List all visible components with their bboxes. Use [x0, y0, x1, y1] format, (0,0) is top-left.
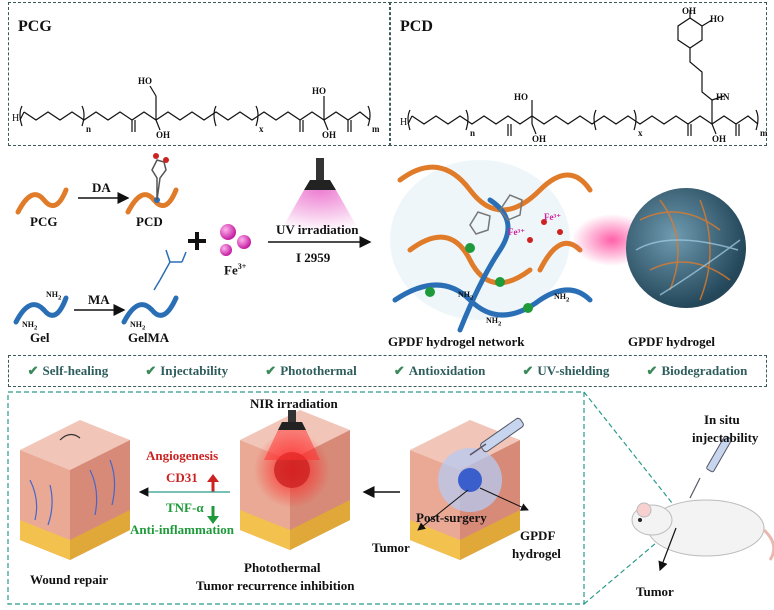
- pcd-formula: [407, 10, 759, 136]
- label-angiogenesis: Angiogenesis: [146, 448, 219, 463]
- network-fe3-label-2: Fe³⁺: [544, 212, 561, 222]
- syringe-icon: [469, 417, 524, 456]
- gel-nh2-bottom: NH2: [22, 320, 38, 332]
- gpdf-hydrogel-sphere: [626, 188, 746, 308]
- check-icon: ✔: [265, 363, 277, 378]
- label-da: DA: [92, 180, 111, 195]
- pcd-structure-panel: [389, 2, 767, 146]
- label-tnf: TNF-α: [166, 500, 204, 515]
- gelma-polymer: [121, 249, 187, 325]
- label-cd31: CD31: [166, 470, 198, 485]
- pcg-oh-bottom: OH: [156, 130, 171, 140]
- label-ma: MA: [88, 292, 110, 307]
- pcd-panel-title: PCD: [400, 18, 433, 35]
- network-nh2-2: NH2: [554, 292, 570, 304]
- check-icon: ✔: [646, 363, 658, 378]
- nir-lamp-icon: [264, 410, 320, 460]
- property-photothermal: ✔Photothermal: [265, 363, 357, 378]
- label-gel: Gel: [30, 330, 50, 345]
- check-icon: ✔: [145, 363, 157, 378]
- pcd-n: n: [470, 128, 476, 138]
- check-icon: ✔: [393, 363, 405, 378]
- network-fe3-label: Fe³⁺: [508, 227, 525, 237]
- property-biodegradation: ✔Biodegradation: [646, 363, 748, 378]
- label-uv-irradiation: UV irradiation: [276, 222, 359, 237]
- label-initiator: I 2959: [296, 250, 331, 265]
- label-gelma: GelMA: [128, 330, 170, 345]
- property-antioxidation: ✔Antioxidation: [393, 363, 486, 378]
- label-insitu: In situ: [704, 412, 740, 427]
- pcg-oh-right-top: HO: [312, 86, 327, 96]
- pcd-h: H: [400, 117, 408, 128]
- label-tumor-mouse: Tumor: [636, 584, 674, 599]
- uv-lamp-icon: [280, 158, 360, 232]
- down-arrow-icon: [207, 506, 219, 524]
- label-tumor: Tumor: [372, 540, 410, 555]
- network-nh2-3: NH2: [486, 316, 502, 328]
- pcg-panel-title: PCG: [18, 18, 52, 35]
- pcd-x: x: [638, 128, 643, 138]
- properties-bar: ✔Self-healing ✔Injectability ✔Phototherm…: [8, 355, 767, 387]
- gelma-nh2: NH2: [130, 320, 146, 332]
- fe-ion-balls: [220, 224, 251, 256]
- label-wound-repair: Wound repair: [30, 572, 109, 587]
- pcd-hn: HN: [716, 92, 730, 102]
- label-recurrence: Tumor recurrence inhibition: [196, 578, 355, 593]
- pcg-oh-right-bottom: OH: [322, 130, 337, 140]
- label-photothermal: Photothermal: [244, 560, 321, 575]
- pcg-m: m: [372, 124, 380, 134]
- skin-block-post-surgery: [410, 420, 520, 560]
- label-network: GPDF hydrogel network: [388, 334, 525, 349]
- pcg-x: x: [259, 124, 264, 134]
- label-nir: NIR irradiation: [250, 396, 338, 411]
- label-gpdf: GPDF: [520, 528, 556, 543]
- pcd-m: m: [760, 128, 768, 138]
- pcd-polymer: [125, 153, 179, 215]
- property-self-healing: ✔Self-healing: [27, 363, 109, 378]
- gel-polymer: [13, 295, 69, 325]
- network-nh2-1: NH2: [458, 290, 474, 302]
- up-arrow-icon: [207, 474, 219, 492]
- pcd-oh-bottom2: OH: [712, 134, 727, 144]
- label-anti-inflammation: Anti-inflammation: [130, 522, 234, 537]
- property-uv-shielding: ✔UV-shielding: [522, 363, 610, 378]
- pcg-n: n: [86, 124, 92, 134]
- pcg-structure-panel: [8, 2, 391, 146]
- pcd-oh-bottom: OH: [532, 134, 547, 144]
- skin-block-wound-repair: [20, 420, 130, 560]
- label-fe: Fe3+: [224, 262, 247, 278]
- pcg-oh-top: HO: [138, 76, 153, 86]
- label-injectability: injectability: [692, 430, 759, 445]
- pcg-polymer-chain: [15, 187, 69, 215]
- pcd-catechol-oh-top: OH: [682, 6, 697, 16]
- check-icon: ✔: [522, 363, 534, 378]
- pcd-oh-top: HO: [514, 92, 529, 102]
- gel-nh2-top: NH2: [46, 290, 62, 302]
- label-hydrogel-bottom: hydrogel: [512, 546, 561, 561]
- arrow-to-tumor2: [658, 527, 677, 572]
- plus-icon: [188, 232, 206, 250]
- mouse-syringe-icon: [689, 435, 732, 499]
- hydrogel-network-illustration: [390, 160, 593, 333]
- pcd-catechol-ho: HO: [710, 14, 725, 24]
- pcg-h: H: [12, 113, 20, 124]
- property-injectability: ✔Injectability: [145, 363, 229, 378]
- label-pcd: PCD: [136, 214, 163, 229]
- label-post-surgery: Post-surgery: [416, 510, 487, 525]
- label-pcg: PCG: [30, 214, 58, 229]
- label-hydrogel: GPDF hydrogel: [628, 334, 716, 349]
- mouse-illustration: [631, 499, 774, 561]
- pcg-formula: [19, 85, 371, 132]
- check-icon: ✔: [27, 363, 39, 378]
